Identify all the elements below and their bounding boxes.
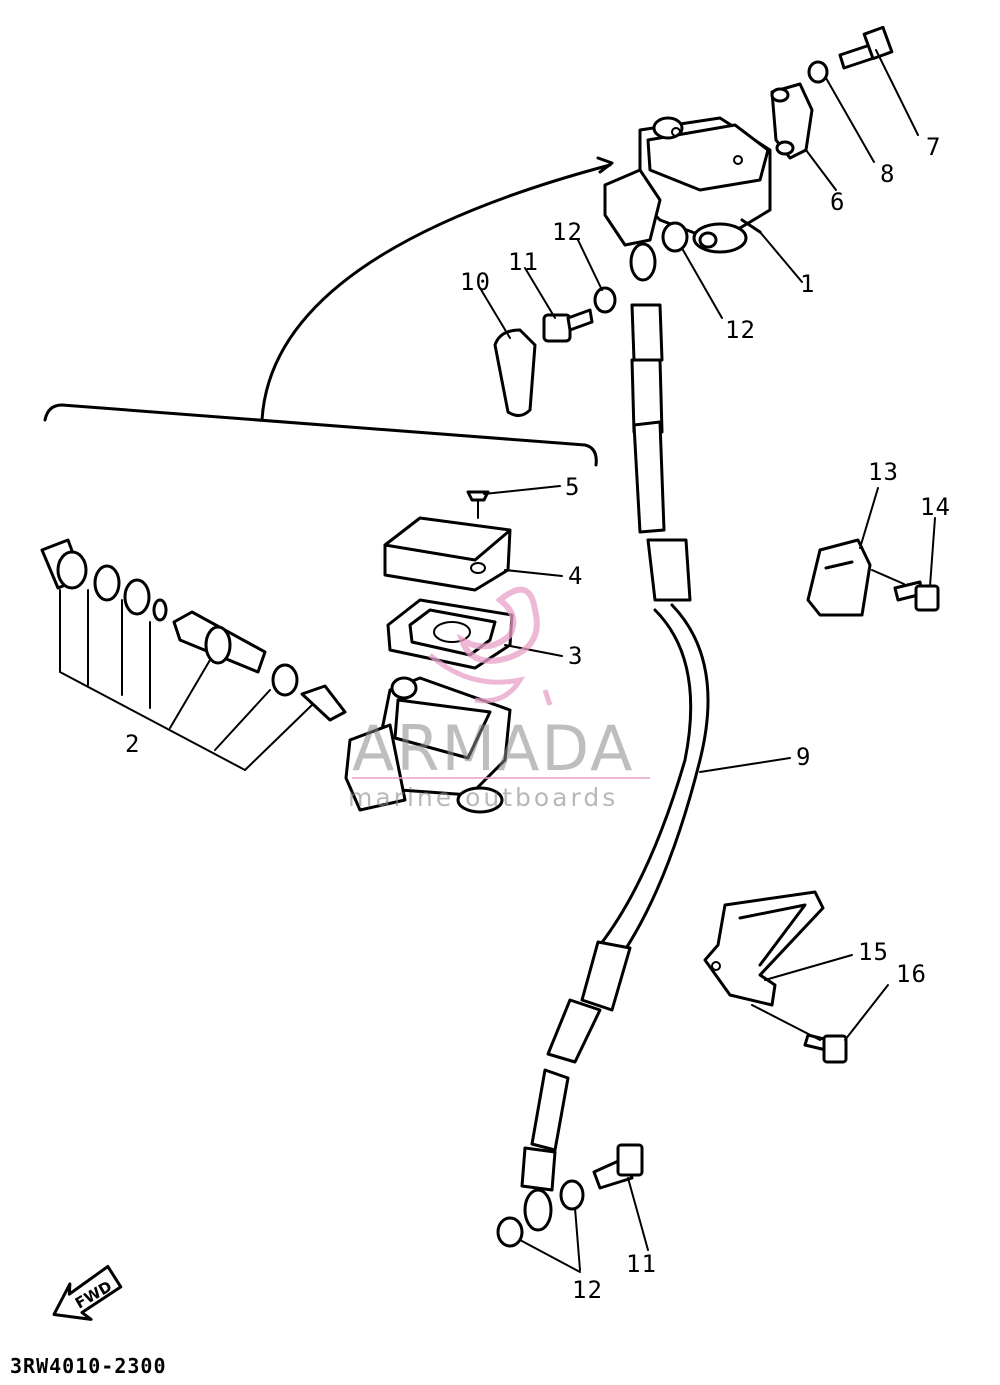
watermark-title: ARMADA: [352, 712, 634, 785]
callout-5: 5: [565, 473, 580, 501]
callout-12-bottom: 12: [572, 1276, 603, 1304]
copper-washer-icon: [559, 1179, 585, 1211]
callout-7: 7: [926, 133, 941, 161]
callout-11-bottom: 11: [626, 1250, 657, 1278]
watermark-subtitle: marine outboards: [348, 783, 618, 812]
callout-9: 9: [796, 743, 811, 771]
watermark-emblem: [456, 586, 540, 664]
diagram-code: 3RW4010-2300: [10, 1354, 167, 1378]
callout-11-top: 11: [508, 248, 539, 276]
callout-1: 1: [800, 270, 815, 298]
copper-washer-icon: [593, 286, 617, 314]
fwd-arrow-icon: FWD: [52, 1265, 123, 1321]
bolt-icon: [893, 580, 940, 612]
callout-6: 6: [830, 188, 845, 216]
callout-4: 4: [568, 562, 583, 590]
rubber-cap: [493, 328, 537, 417]
screw-icon: [466, 490, 490, 519]
callout-12-top-right: 12: [725, 316, 756, 344]
callout-2: 2: [125, 730, 140, 758]
hose-holder-bracket: [703, 890, 825, 1007]
piston-kit: [40, 538, 347, 771]
assembly-arrow: [260, 163, 612, 422]
arrow-head-icon: [596, 156, 614, 174]
callout-10: 10: [460, 268, 491, 296]
callout-14: 14: [920, 493, 951, 521]
leader-lines: [479, 49, 936, 1273]
callout-12-top-left: 12: [552, 218, 583, 246]
watermark-logo: [352, 586, 650, 779]
callout-13: 13: [868, 458, 899, 486]
bolt-icon: [838, 25, 894, 70]
callout-3: 3: [568, 642, 583, 670]
callout-15: 15: [858, 938, 889, 966]
callout-8: 8: [880, 160, 895, 188]
bolt-icon: [803, 1033, 848, 1064]
master-cylinder-assembly: [603, 116, 772, 254]
sub-assembly-bracket: [43, 403, 598, 467]
hose-clip: [806, 538, 872, 617]
union-bolt-icon: [542, 308, 594, 343]
clamp-bracket: [770, 82, 814, 160]
washer-icon: [807, 60, 829, 84]
copper-washer-icon: [661, 221, 689, 253]
copper-washer-icon: [496, 1216, 524, 1248]
brake-hose: [520, 242, 710, 1232]
union-bolt-icon: [592, 1143, 644, 1190]
reservoir-cap: [383, 516, 512, 592]
master-cylinder-body: [344, 676, 512, 814]
callout-16: 16: [896, 960, 927, 988]
